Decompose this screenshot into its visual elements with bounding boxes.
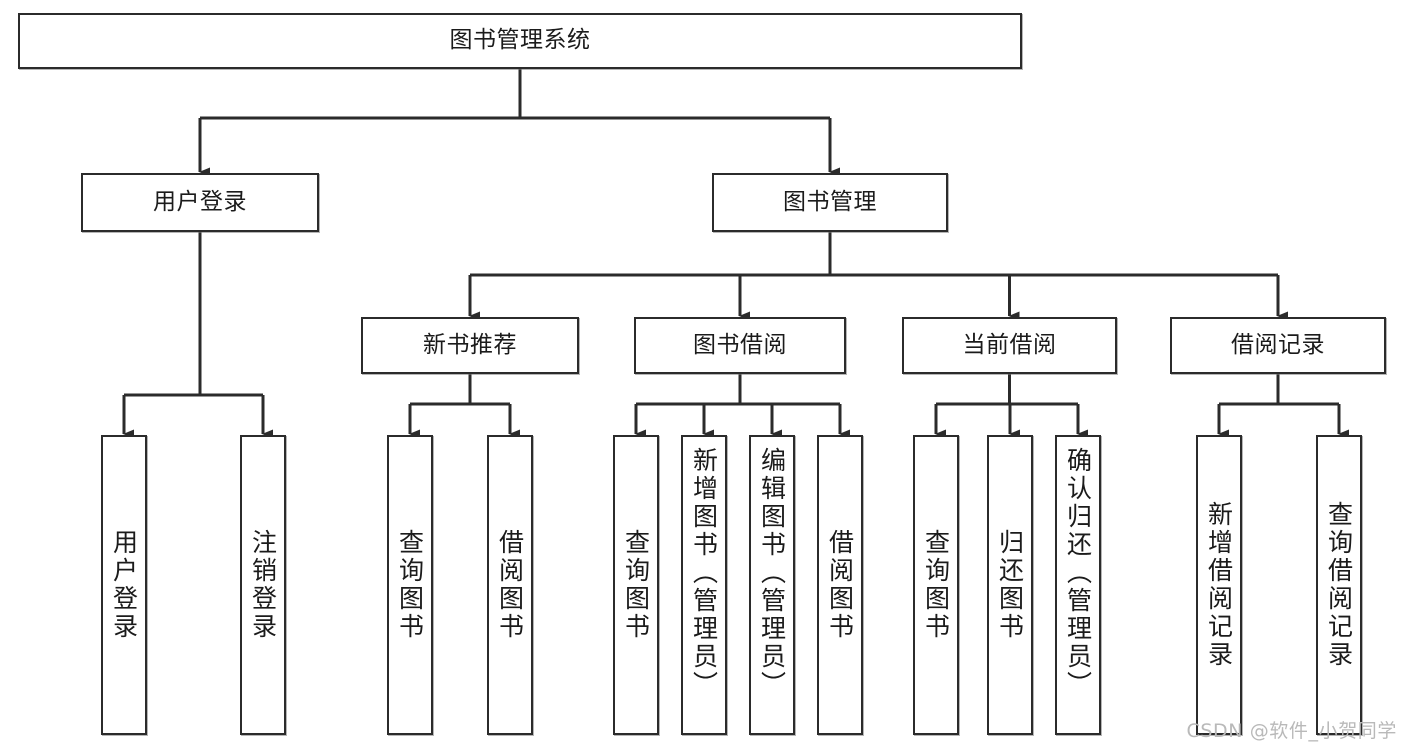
node-book-borrow[interactable]: 图书借阅 <box>634 317 846 374</box>
node-label-leaf-return-book: 归还图书 <box>995 529 1025 641</box>
node-leaf-query-record[interactable]: 查询借阅记录 <box>1316 435 1362 735</box>
node-label-borrow-record: 借阅记录 <box>1231 331 1325 358</box>
node-borrow-record[interactable]: 借阅记录 <box>1170 317 1386 374</box>
node-label-leaf-query-record: 查询借阅记录 <box>1324 501 1354 669</box>
watermark-text: CSDN @软件_小贺同学 <box>1186 720 1397 742</box>
node-leaf-return-book[interactable]: 归还图书 <box>987 435 1033 735</box>
node-label-leaf-query-book-1: 查询图书 <box>395 529 425 641</box>
node-leaf-confirm-return[interactable]: 确认归还（管理员） <box>1055 435 1101 735</box>
node-label-book-borrow: 图书借阅 <box>693 331 787 358</box>
node-label-leaf-borrow-book-2: 借阅图书 <box>825 529 855 641</box>
node-leaf-edit-book[interactable]: 编辑图书（管理员） <box>749 435 795 735</box>
node-label-root: 图书管理系统 <box>449 27 591 54</box>
node-label-leaf-confirm-return: 确认归还（管理员） <box>1063 447 1093 699</box>
node-label-leaf-logout: 注销登录 <box>248 529 278 641</box>
node-leaf-query-book-1[interactable]: 查询图书 <box>387 435 433 735</box>
node-label-leaf-borrow-book-1: 借阅图书 <box>495 529 525 641</box>
node-leaf-logout[interactable]: 注销登录 <box>240 435 286 735</box>
node-label-current-borrow: 当前借阅 <box>962 331 1057 358</box>
node-current-borrow[interactable]: 当前借阅 <box>902 317 1117 374</box>
node-label-leaf-query-book-2: 查询图书 <box>621 529 651 641</box>
node-leaf-query-book-2[interactable]: 查询图书 <box>613 435 659 735</box>
node-label-leaf-edit-book: 编辑图书（管理员） <box>757 447 787 699</box>
node-label-new-book-recommend: 新书推荐 <box>423 331 517 358</box>
node-book-manage[interactable]: 图书管理 <box>712 173 948 232</box>
node-user-login[interactable]: 用户登录 <box>81 173 319 232</box>
node-leaf-borrow-book-1[interactable]: 借阅图书 <box>487 435 533 735</box>
node-label-leaf-query-book-3: 查询图书 <box>921 529 951 641</box>
node-label-leaf-add-book: 新增图书（管理员） <box>689 447 719 699</box>
node-label-leaf-add-record: 新增借阅记录 <box>1204 501 1234 669</box>
node-leaf-add-record[interactable]: 新增借阅记录 <box>1196 435 1242 735</box>
node-label-user-login: 用户登录 <box>153 188 247 215</box>
node-new-book-recommend[interactable]: 新书推荐 <box>361 317 579 374</box>
node-root[interactable]: 图书管理系统 <box>18 13 1022 69</box>
node-label-book-manage: 图书管理 <box>783 188 877 215</box>
node-leaf-query-book-3[interactable]: 查询图书 <box>913 435 959 735</box>
node-label-leaf-user-login: 用户登录 <box>109 529 139 641</box>
node-leaf-borrow-book-2[interactable]: 借阅图书 <box>817 435 863 735</box>
node-leaf-user-login[interactable]: 用户登录 <box>101 435 147 735</box>
edges-group <box>122 69 1349 439</box>
node-leaf-add-book[interactable]: 新增图书（管理员） <box>681 435 727 735</box>
